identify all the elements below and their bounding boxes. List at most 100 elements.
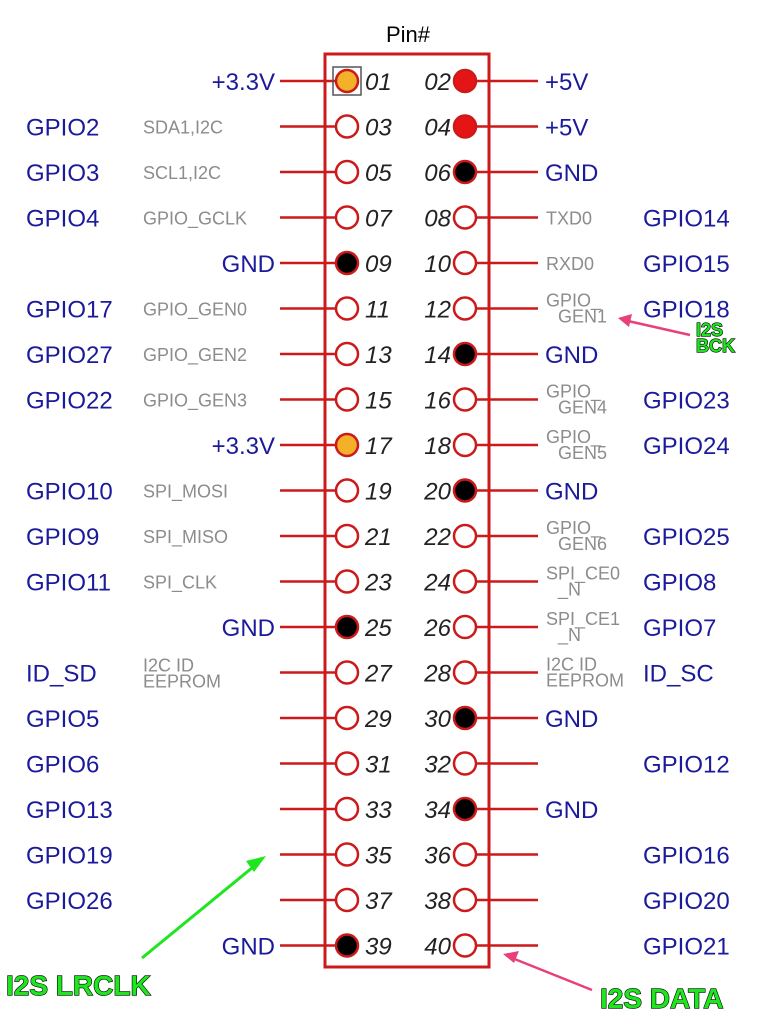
pin-number-16: 16 [424,388,451,415]
lrclk-arrow-line [141,861,259,960]
pin-number-18: 18 [424,433,451,460]
pin-number-39: 39 [365,934,392,961]
right-label-pin-38: GPIO20 [643,888,730,915]
pin-26 [452,614,478,640]
pin-13 [334,341,360,367]
pin-number-23: 23 [364,570,392,597]
left-label-pin-13: GPIO27 [26,342,113,369]
pin-number-25: 25 [364,615,392,642]
left-label-pin-19: GPIO10 [26,479,113,506]
pin-39 [334,933,360,958]
pin-number-27: 27 [364,661,393,688]
pin-40 [452,933,478,958]
pin-number-29: 29 [364,706,392,733]
header-frame [323,52,491,969]
pin-37 [334,887,360,913]
pin-18 [452,432,478,458]
pin-number-35: 35 [365,843,392,870]
data-arrow-head [503,951,519,963]
left-label-pin-23: GPIO11 [26,570,111,597]
right-label-pin-10: GPIO15 [643,251,730,278]
pin-number-21: 21 [364,524,392,551]
pin-03 [334,114,360,139]
pin-35 [334,842,360,867]
lrclk-arrow-head [246,856,266,872]
pin-number-08: 08 [424,206,451,233]
right-label-pin-32: GPIO12 [643,752,730,779]
pin-02 [452,68,478,94]
pin-number-09: 09 [365,251,392,278]
pin-number-37: 37 [365,888,393,915]
pin-11 [334,296,360,321]
pin-32 [452,751,478,776]
left-label-pin-15: GPIO22 [26,388,113,415]
bck-arrow-line [627,319,691,337]
pin-36 [452,842,478,867]
left-alt-pin-03: SDA1,I2C [143,118,223,138]
pin-30 [452,705,478,731]
pin-31 [334,751,360,776]
pin-number-10: 10 [424,251,451,278]
pin-number-04: 04 [424,115,451,142]
left-alt-pin-15: GPIO_GEN3 [143,391,247,412]
pin-number-28: 28 [423,661,451,688]
pin-09 [334,250,360,276]
right-alt-pin-10: RXD0 [546,254,594,274]
pin-number-19: 19 [365,479,392,506]
pin-number-02: 02 [424,69,451,96]
pin-number-32: 32 [424,752,451,779]
pin-number-12: 12 [424,297,451,324]
left-label-pin-25: GND [222,615,275,642]
pin-34 [452,796,478,822]
left-label-pin-07: GPIO4 [26,206,99,233]
right-alt-pin-18: GPIO_GEN5 [546,427,607,463]
right-label-pin-20: GND [545,479,598,506]
left-label-pin-01: +3.3V [212,69,275,96]
pin-25 [334,614,360,640]
pin-number-20: 20 [423,479,451,506]
pin-number-40: 40 [424,934,451,961]
pin-number-22: 22 [423,524,451,551]
pin-number-17: 17 [365,433,393,460]
pin-header-title: Pin# [386,22,431,47]
pin-number-05: 05 [365,160,392,187]
pin-05 [334,159,360,185]
left-alt-pin-07: GPIO_GCLK [143,209,247,230]
i2s-lrclk-callout: I2S LRCLK [6,970,151,1001]
pin-number-15: 15 [365,388,392,415]
left-label-pin-09: GND [222,251,275,278]
left-label-pin-11: GPIO17 [26,297,113,324]
right-alt-pin-16: GPIO_GEN4 [546,382,607,418]
right-label-pin-06: GND [545,160,598,187]
right-label-pin-02: +5V [545,69,588,96]
right-label-pin-08: GPIO14 [643,206,730,233]
pin-28 [452,660,478,685]
right-label-pin-12: GPIO18 [643,297,730,324]
left-label-pin-17: +3.3V [212,433,275,460]
left-label-pin-27: ID_SD [26,661,97,688]
pin-10 [452,250,478,276]
pin-29 [334,705,360,731]
pin-16 [452,387,478,412]
pin-07 [334,205,360,230]
right-label-pin-24: GPIO8 [643,570,716,597]
pin-15 [334,387,360,412]
pin-number-07: 07 [365,206,393,233]
pin-20 [452,478,478,503]
pin1-marker [332,66,362,96]
pin-21 [334,523,360,549]
pin-08 [452,205,478,230]
left-alt-pin-23: SPI_CLK [143,573,217,594]
pin-number-26: 26 [423,615,451,642]
pin-19 [334,478,360,503]
right-label-pin-04: +5V [545,115,588,142]
left-alt-pin-11: GPIO_GEN0 [143,300,247,321]
pin-number-33: 33 [365,797,392,824]
pin-27 [334,660,360,685]
left-label-pin-39: GND [222,934,275,961]
right-label-pin-30: GND [545,706,598,733]
left-label-pin-31: GPIO6 [26,752,99,779]
